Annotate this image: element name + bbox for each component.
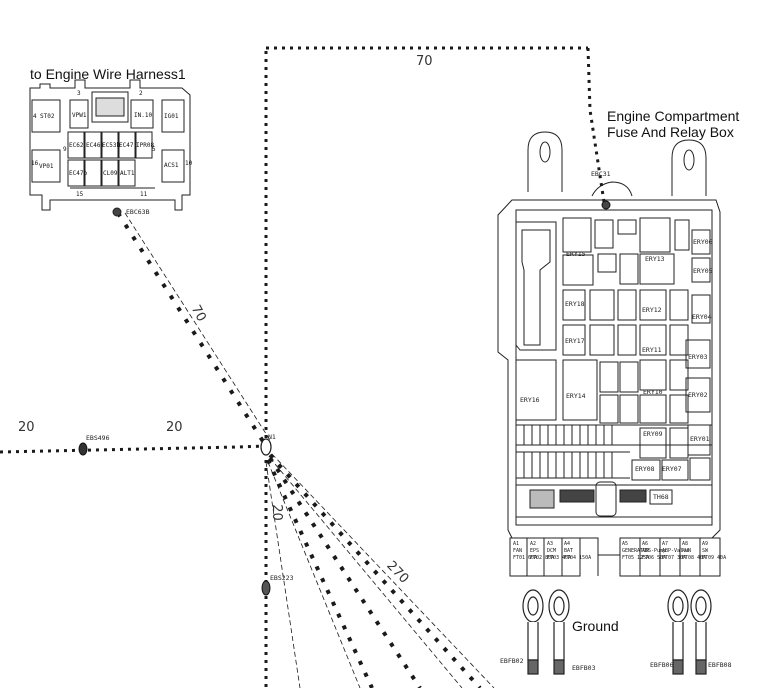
- splice-left-label: EBS496: [86, 434, 110, 442]
- harness-cell-ipr08: IPR08: [136, 142, 155, 149]
- route-lower-diag-4: [267, 461, 361, 688]
- fuse-box-top-connector: EBC31: [591, 170, 611, 178]
- relay-label: ERY10: [643, 388, 663, 396]
- fuse-box-title-line1: Engine Compartment: [607, 108, 740, 124]
- dimension-top: 70: [416, 54, 433, 69]
- relay-label: ERY01: [690, 435, 710, 443]
- route-lower-diag-3: [266, 459, 374, 688]
- route-lower-diag-5: [269, 457, 463, 688]
- harness-pin-4: 4: [33, 113, 37, 120]
- relay-label: ERY03: [688, 353, 708, 361]
- splice-left: [78, 442, 88, 456]
- junction-label: N1: [268, 433, 276, 441]
- splice-down: [261, 580, 271, 596]
- relay-label: ERY05: [693, 267, 713, 275]
- ground-terminal-2: [548, 589, 570, 675]
- relay-label: ERY08: [635, 465, 655, 473]
- ground-terminals: [522, 589, 712, 675]
- relay-label: ERY07: [662, 465, 682, 473]
- ground-terminal-1: [522, 589, 544, 675]
- ground-terminal-label: EBFB02: [500, 657, 524, 665]
- route-top-right-down: [586, 47, 606, 203]
- ground-terminal-3: [667, 589, 689, 675]
- relay-label: ERY13: [645, 255, 665, 263]
- harness-cell-alt1: ALT1: [120, 170, 135, 177]
- route-harness-diagonal-thin: [124, 212, 271, 441]
- harness-cell-vp01: VP01: [39, 163, 54, 170]
- ground-label: Ground: [572, 618, 619, 634]
- fuse-terminal-block: [509, 537, 721, 577]
- relay-label: ERY12: [642, 306, 662, 314]
- harness-pin-2: 2: [139, 90, 143, 97]
- fuse-box-title-line2: Fuse And Relay Box: [607, 124, 734, 140]
- relay-label: ERY09: [643, 430, 663, 438]
- harness-cell-cl09: CL09: [103, 170, 118, 177]
- harness-pin-16: 16: [31, 160, 39, 167]
- splice-down-label: EBS223: [270, 574, 294, 582]
- relay-label: ERY06: [693, 238, 713, 246]
- route-lower-diag-6: [271, 453, 495, 688]
- harness-cell-ec47: EC47: [119, 142, 134, 149]
- ground-terminal-label: EBFB03: [572, 664, 596, 672]
- harness-pin-9: 9: [63, 146, 67, 153]
- harness-pin-3: 3: [77, 90, 81, 97]
- fuse-box-badge: TH68: [653, 493, 669, 501]
- relay-label: ERY17: [565, 337, 585, 345]
- dimension-left-inner: 20: [166, 420, 183, 435]
- dimension-vertical: 20: [268, 504, 284, 521]
- harness-connector-id: EBC63B: [126, 208, 150, 216]
- junction-node: [260, 438, 272, 456]
- harness-cell-acs1: ACS1: [164, 162, 179, 169]
- fuse-box-connector-dot: [601, 200, 611, 210]
- route-left-horizontal: [0, 444, 267, 454]
- harness-cell-ig01: IG01: [164, 113, 179, 120]
- ground-terminal-4: [690, 589, 712, 675]
- harness-cell-ec53b: EC53b: [102, 142, 121, 149]
- harness-pin-10: 10: [185, 160, 193, 167]
- harness-cell-st02: ST02: [40, 113, 55, 120]
- harness-routes: [0, 46, 606, 688]
- route-lower-diag-1: [268, 453, 482, 688]
- ground-terminal-label: EBFB08: [708, 661, 732, 669]
- harness-cell-ec46: EC46: [86, 142, 101, 149]
- harness-title: to Engine Wire Harness1: [30, 66, 186, 82]
- harness-cell-vpw1: VPW1: [72, 112, 87, 119]
- relay-label: ERY18: [565, 300, 585, 308]
- route-harness-diagonal: [116, 211, 268, 448]
- fuse-box-body: [497, 131, 721, 556]
- harness-cell-ec62: EC62: [69, 142, 84, 149]
- relay-label: ERY15: [566, 250, 586, 258]
- harness-cell-ec47b: EC47b: [69, 170, 88, 177]
- ground-terminal-label: EBFB06: [650, 661, 674, 669]
- harness-cell-in10: IN.10: [134, 112, 153, 119]
- harness-connector: [29, 79, 191, 217]
- harness-pin-11: 11: [140, 191, 148, 198]
- dimension-left-outer: 20: [18, 420, 35, 435]
- relay-label: ERY16: [520, 396, 540, 404]
- harness-pin-15: 15: [76, 191, 84, 198]
- harness-pin-5: 5: [152, 146, 156, 153]
- relay-label: ERY02: [688, 391, 708, 399]
- relay-label: ERY04: [692, 313, 712, 321]
- route-lower-diag-7: [265, 461, 301, 688]
- relay-label: ERY11: [642, 346, 662, 354]
- relay-label: ERY14: [566, 392, 586, 400]
